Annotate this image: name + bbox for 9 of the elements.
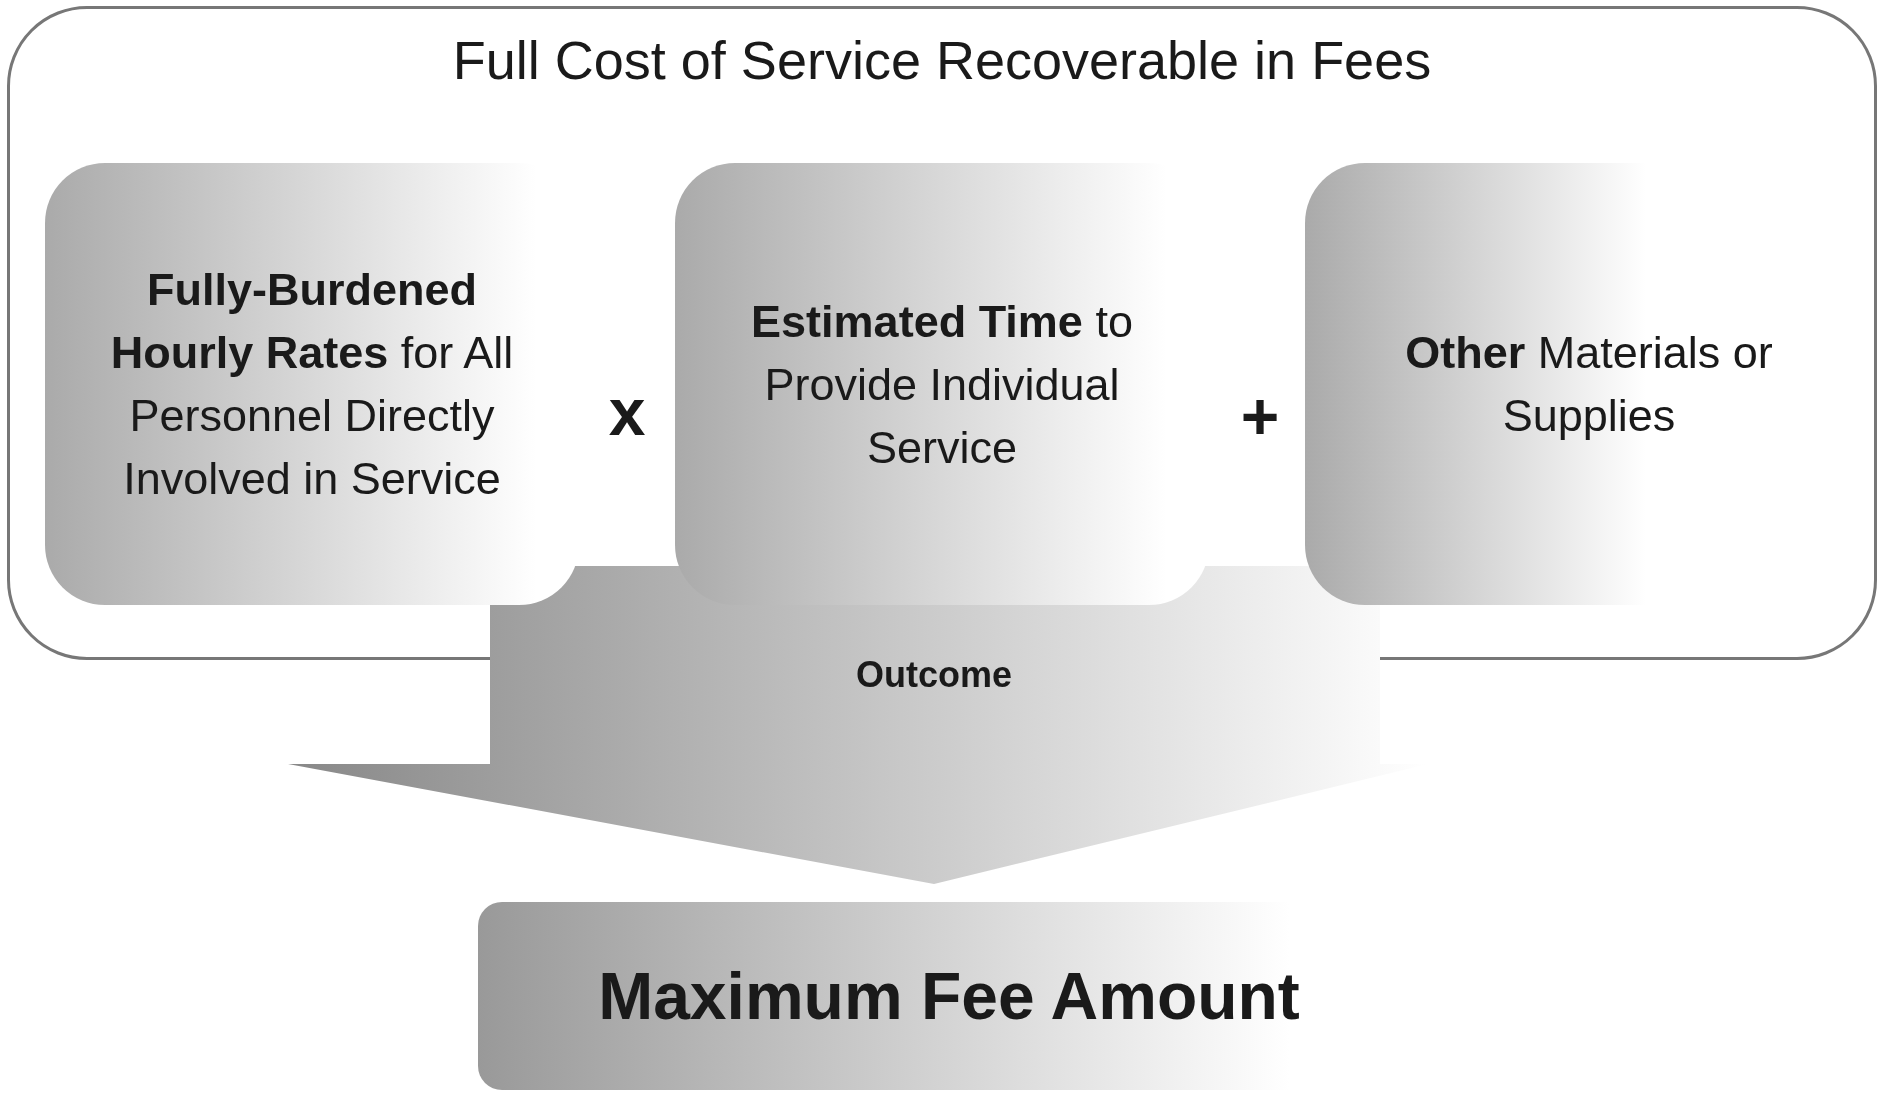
multiply-sign: x bbox=[607, 374, 647, 451]
box-text: Estimated Time to Provide Individual Service bbox=[750, 294, 1134, 475]
edge-label: Outcome bbox=[855, 654, 1013, 696]
group-heading: Full Cost of Service Recoverable in Fees bbox=[451, 29, 1433, 92]
box-text: Maximum Fee Amount bbox=[597, 958, 1300, 1034]
container-box bbox=[7, 6, 1877, 660]
box-text: Fully-Burdened Hourly Rates for All Personnel Directly Involved in Service bbox=[109, 263, 515, 506]
box-text: Other Materials or Supplies bbox=[1404, 326, 1774, 443]
plus-sign: + bbox=[1239, 378, 1281, 455]
